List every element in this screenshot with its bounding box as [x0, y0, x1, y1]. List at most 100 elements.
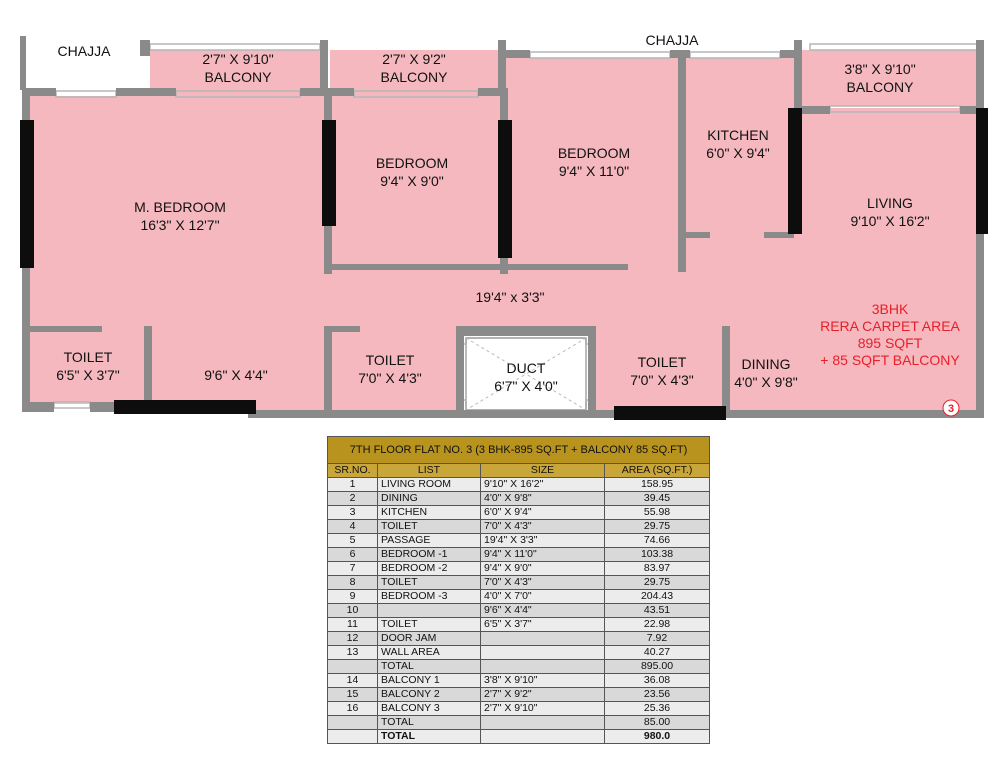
cell-area: 83.97: [603, 561, 711, 576]
toilet-left-area: [28, 330, 148, 404]
master-bedroom-size: 16'3" X 12'7": [140, 217, 219, 233]
dark-window-3: [498, 120, 512, 258]
dress-area: [148, 330, 330, 412]
dark-windows: [20, 108, 988, 420]
wall-14: [800, 106, 830, 114]
wall-11: [780, 50, 802, 58]
cell-sr-no: 2: [327, 491, 378, 506]
cell-size: 9'10" X 16'2": [480, 477, 605, 492]
summary-line-1: 3BHK: [872, 301, 909, 317]
cell-list: TOTAL: [377, 659, 481, 674]
cell-size: 4'0" X 9'8": [480, 491, 605, 506]
balcony-c-size: 3'8" X 9'10": [844, 61, 915, 77]
cell-list: DOOR JAM: [377, 631, 481, 646]
wall-24: [144, 326, 152, 402]
cell-list: TOTAL: [377, 729, 481, 744]
bedroom2-area: [330, 96, 502, 268]
table-row: TOTAL 895.00: [327, 659, 711, 674]
wall-31: [22, 402, 54, 412]
cell-area: 40.27: [603, 645, 711, 660]
window-frame-4: [529, 51, 671, 59]
header-area: AREA (SQ.FT.): [603, 463, 711, 478]
dark-window-5: [976, 108, 988, 234]
duct-label: DUCT: [507, 360, 546, 376]
cell-area: 980.0: [603, 729, 711, 744]
cell-size: [480, 715, 605, 730]
wall-12: [794, 40, 802, 116]
cell-sr-no: 12: [327, 631, 378, 646]
cell-area: 55.98: [603, 505, 711, 520]
wall-34: [20, 36, 26, 90]
bedroom2-label: BEDROOM: [376, 155, 448, 171]
cell-size: 9'4" X 9'0": [480, 561, 605, 576]
toilet-right-area: [596, 330, 722, 412]
cell-sr-no: 1: [327, 477, 378, 492]
toilet-left-size: 6'5" X 3'7": [56, 367, 120, 383]
balcony-b-label: BALCONY: [381, 69, 449, 85]
cell-sr-no: 4: [327, 519, 378, 534]
cell-list: KITCHEN: [377, 505, 481, 520]
cell-sr-no: 13: [327, 645, 378, 660]
wall-21: [686, 232, 710, 238]
table-title-row: 7TH FLOOR FLAT NO. 3 (3 BHK-895 SQ.FT + …: [326, 436, 711, 464]
cell-size: 3'8" X 9'10": [480, 673, 605, 688]
cell-sr-no: [327, 729, 378, 744]
cell-sr-no: 16: [327, 701, 378, 716]
cell-sr-no: 15: [327, 687, 378, 702]
toilet-right-size: 7'0" X 4'3": [630, 372, 694, 388]
cell-size: [480, 631, 605, 646]
living-dining-area: [682, 108, 980, 412]
cell-area: 103.38: [603, 547, 711, 562]
cell-sr-no: 6: [327, 547, 378, 562]
bedroom1-size: 9'4" X 11'0": [559, 163, 629, 179]
balcony-b-size: 2'7" X 9'2": [382, 51, 446, 67]
cell-size: 19'4" X 3'3": [480, 533, 605, 548]
cell-list: BALCONY 2: [377, 687, 481, 702]
chajja-top-label: CHAJJA: [646, 32, 700, 48]
cell-size: 2'7" X 9'2": [480, 687, 605, 702]
living-label: LIVING: [867, 195, 913, 211]
master-bedroom-label: M. BEDROOM: [134, 199, 226, 215]
summary-block: 3BHK RERA CARPET AREA 895 SQFT + 85 SQFT…: [820, 301, 960, 368]
duct-cross-line-b: [465, 337, 587, 411]
cell-size: 7'0" X 4'3": [480, 575, 605, 590]
cell-area: 895.00: [603, 659, 711, 674]
cell-size: 6'0" X 9'4": [480, 505, 605, 520]
wall-9: [500, 50, 530, 58]
passage-size: 19'4" x 3'3": [476, 289, 545, 305]
living-size: 9'10" X 16'2": [850, 213, 929, 229]
toilet-middle-size: 7'0" X 4'3": [358, 370, 422, 386]
cell-sr-no: 11: [327, 617, 378, 632]
summary-line-3: 895 SQFT: [858, 335, 923, 351]
dark-window-2: [322, 120, 336, 226]
master-bedroom-area: [28, 96, 330, 330]
window-frame-5: [689, 51, 781, 59]
cell-size: [480, 729, 605, 744]
chajja-left-label: CHAJJA: [58, 43, 112, 59]
bedroom2-size: 9'4" X 9'0": [380, 173, 444, 189]
cell-sr-no: 3: [327, 505, 378, 520]
wall-17: [332, 264, 502, 270]
wall-8: [140, 40, 150, 56]
cell-sr-no: [327, 659, 378, 674]
toilet-right-label: TOILET: [638, 354, 687, 370]
cell-sr-no: 10: [327, 603, 378, 618]
wall-27: [456, 326, 464, 412]
window-frame-7: [149, 43, 321, 51]
wall-26: [332, 326, 360, 332]
balcony-c-label: BALCONY: [847, 79, 915, 95]
wall-22: [764, 232, 794, 238]
flat-number: 3: [948, 403, 954, 415]
cell-list: [377, 603, 481, 618]
